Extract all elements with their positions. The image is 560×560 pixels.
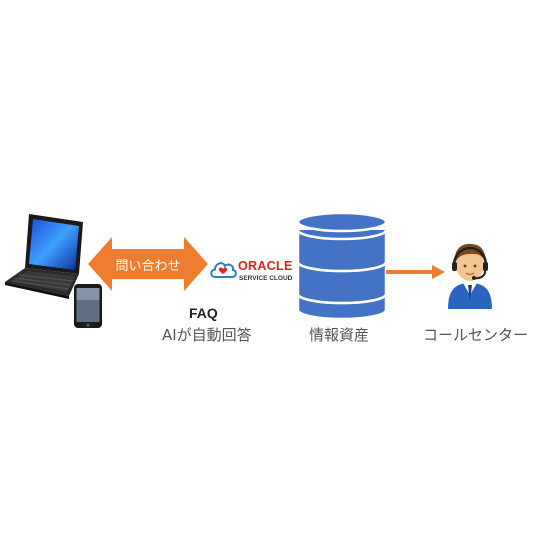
faq-subtitle: AIが自動回答 xyxy=(162,326,252,344)
inquiry-arrow xyxy=(88,237,208,291)
oracle-product-text: SERVICE CLOUD xyxy=(239,275,293,282)
database-label: 情報資産 xyxy=(309,326,370,344)
smartphone-icon xyxy=(74,284,102,328)
faq-title: FAQ xyxy=(189,305,218,321)
call-center-agent-icon xyxy=(448,243,492,309)
oracle-cloud-logo-icon xyxy=(210,262,237,278)
escalation-arrow xyxy=(386,265,445,279)
oracle-brand-text: ORACLE xyxy=(238,259,293,273)
inquiry-arrow-shape xyxy=(88,237,208,291)
call-center-label: コールセンター xyxy=(423,326,529,344)
laptop-icon xyxy=(5,214,83,299)
inquiry-arrow-label: 問い合わせ xyxy=(115,259,181,274)
oracle-logo: ORACLE SERVICE CLOUD xyxy=(238,259,293,282)
database-icon xyxy=(296,211,388,320)
